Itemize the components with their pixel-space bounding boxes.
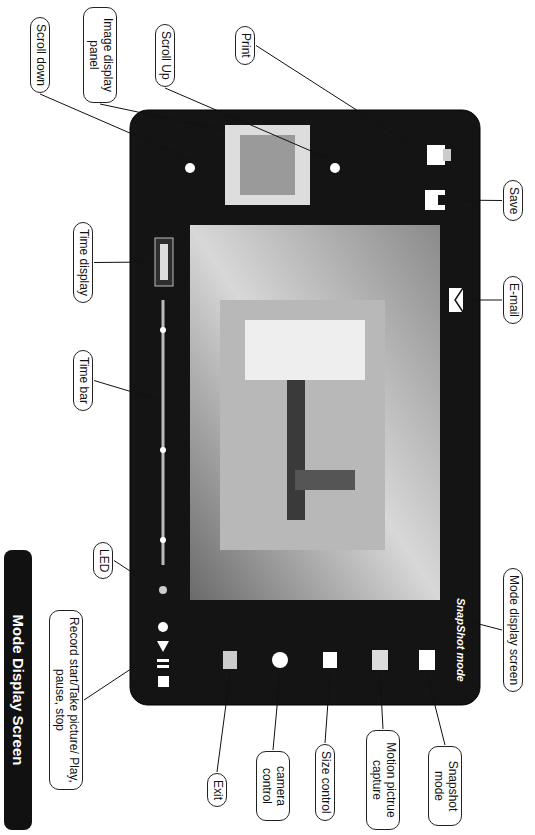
screen-photo (220, 300, 385, 550)
callout-text: Scroll down (33, 24, 47, 86)
camera-icon (272, 652, 288, 668)
photo-object (295, 470, 355, 490)
leader-line (84, 655, 152, 700)
motion-icon (372, 650, 388, 670)
callout-text: Time bar (76, 357, 90, 404)
size-icon (323, 652, 337, 668)
leader-line (471, 622, 502, 630)
snapshot-icon (419, 650, 435, 670)
email-icon (449, 288, 463, 312)
callout-bubble: E-mail (503, 276, 523, 324)
callout-bubble: Mode display screen (503, 568, 523, 692)
callout-text: Save (506, 187, 520, 214)
time-bar-tick (160, 447, 166, 453)
callout-text: camera control (259, 758, 287, 814)
callout-text: LED (96, 549, 110, 572)
print-icon (443, 149, 451, 161)
callout-text: Image display panel (86, 14, 114, 96)
callout-text: Motion pictrue capture (369, 737, 397, 823)
callout-bubble: LED (93, 542, 113, 579)
leader-line (40, 94, 192, 160)
time-bar-tick (160, 537, 166, 543)
email-icon (455, 288, 463, 312)
leader-line (380, 674, 383, 729)
pause-button (157, 665, 169, 668)
callout-text: Mode display screen (506, 575, 520, 685)
leader-line (273, 674, 280, 750)
leader-line (467, 300, 502, 301)
callout-bubble: camera control (256, 751, 290, 821)
callout-bubble: Exit (207, 773, 227, 807)
time-bar-tick (160, 327, 166, 333)
callout-text: Print (238, 33, 252, 58)
callout-bubble: Image display panel (83, 7, 117, 103)
stop-button (158, 676, 169, 687)
leader-line (217, 674, 230, 772)
save-icon (438, 195, 445, 205)
callout-text: Snapshot mode (431, 753, 459, 819)
image-panel (225, 125, 310, 205)
callout-bubble: Size control (315, 744, 335, 821)
leader-line (256, 46, 422, 153)
screen-mode-text: SnapShot mode (455, 598, 467, 682)
leader-line (94, 262, 151, 264)
callout-bubble: Snapshot mode (428, 746, 462, 826)
play-button (157, 641, 169, 652)
save-icon (425, 190, 445, 210)
callout-text: Record start/Take picture/ Play, pause, … (52, 617, 80, 783)
print-icon (427, 145, 445, 165)
callout-text: Size control (318, 751, 332, 814)
leader-line (114, 561, 156, 589)
callout-text: Time display (76, 229, 90, 296)
time-bar (162, 300, 165, 565)
device-body (130, 110, 480, 705)
image-panel-thumb (240, 135, 295, 195)
callout-bubble: Print (235, 26, 255, 65)
leader-line (100, 104, 223, 130)
callout-bubble: Save (503, 180, 523, 221)
leader-line (165, 88, 332, 160)
callout-text: Exit (210, 780, 224, 800)
callout-bubble: Record start/Take picture/ Play, pause, … (49, 610, 83, 790)
callout-bubble: Time bar (73, 350, 93, 411)
scroll-down-button (185, 163, 195, 173)
exit-icon (223, 651, 237, 669)
callout-bubble: Scroll Up (155, 24, 175, 87)
leader-line (449, 200, 502, 202)
main-screen (190, 225, 440, 600)
record-button (158, 622, 168, 632)
photo-object (245, 320, 365, 380)
callout-text: Scroll Up (158, 31, 172, 80)
photo-object (287, 380, 305, 520)
leader-line (427, 674, 445, 745)
diagram-title: Mode Display Screen (4, 550, 32, 830)
time-digits (160, 244, 168, 280)
time-display (155, 238, 173, 286)
pause-button (157, 659, 169, 662)
callout-bubble: Time display (73, 222, 93, 303)
callout-bubble: Scroll down (30, 17, 50, 93)
leader-line (325, 674, 330, 743)
led-light (159, 586, 167, 594)
callout-bubble: Motion pictrue capture (366, 730, 400, 830)
leader-line (94, 381, 159, 401)
scroll-up-button (330, 163, 340, 173)
callout-text: E-mail (506, 283, 520, 317)
